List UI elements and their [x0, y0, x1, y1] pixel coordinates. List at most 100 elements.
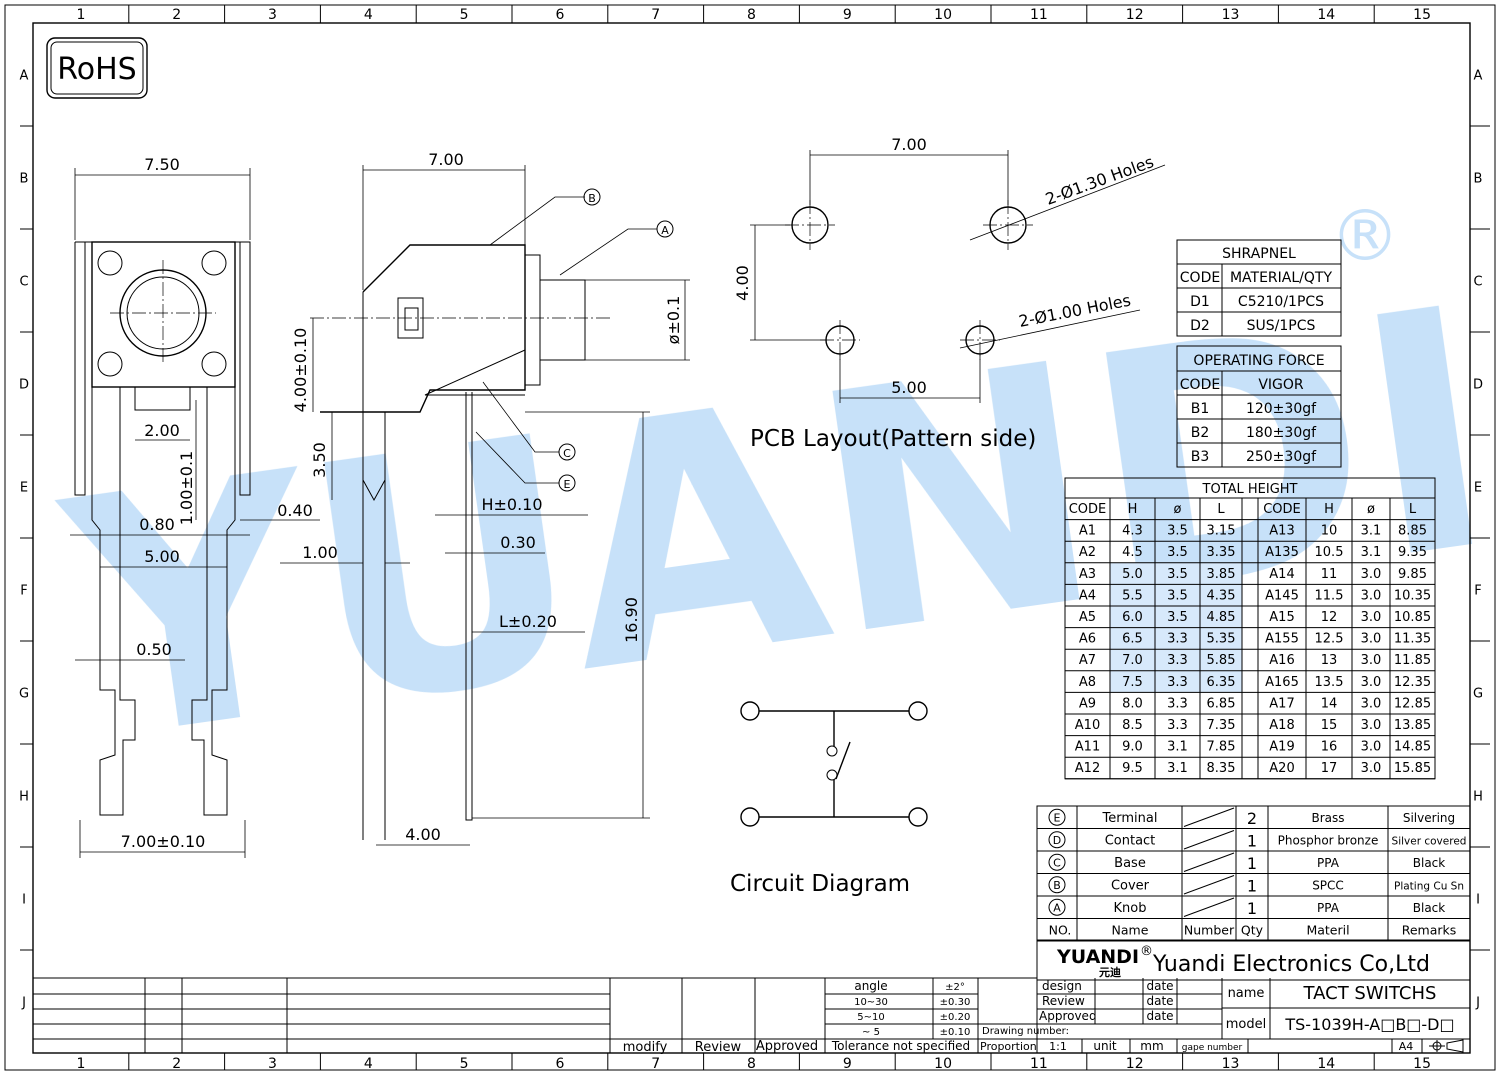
total-height-cell: 4.5	[1122, 545, 1143, 560]
grid-col-top: 2	[172, 7, 181, 23]
total-height-cell: 3.0	[1361, 632, 1382, 647]
svg-text:A: A	[661, 224, 669, 237]
bom-item-number: A	[1053, 901, 1061, 914]
bom-name: Cover	[1111, 879, 1150, 894]
total-height-cell: 3.3	[1167, 675, 1188, 690]
side-view-drawing: 7.00 4.00±0.10 3.50 1.00 H±0.10 0.30 L±0…	[280, 150, 690, 846]
grid-col-bottom: 6	[555, 1056, 564, 1072]
side-bracket	[362, 292, 386, 840]
svg-text:MATERIAL/QTY: MATERIAL/QTY	[1230, 270, 1332, 286]
total-height-cell: 9.5	[1122, 761, 1143, 776]
total-height-cell: 7.5	[1122, 675, 1143, 690]
bom-remarks: Silver covered	[1392, 836, 1467, 848]
bom-qty: 1	[1247, 832, 1257, 851]
front-view-drawing: 7.50 2.00 1.00±0.1 0.80 0.40 5.00 0.50 7…	[70, 155, 320, 858]
total-height-cell: 15.85	[1394, 761, 1431, 776]
svg-text:250±30gf: 250±30gf	[1246, 449, 1317, 465]
total-height-cell: 5.5	[1122, 588, 1143, 603]
grid-col-top: 8	[747, 7, 756, 23]
grid-col-bottom: 1	[76, 1056, 85, 1072]
dim-side-total: 16.90	[622, 597, 641, 643]
total-height-cell: 14.85	[1394, 740, 1431, 755]
bom-remarks: Black	[1413, 856, 1446, 870]
total-height-cell: A10	[1075, 718, 1100, 733]
total-height-cell: A2	[1079, 545, 1096, 560]
grid-col-top: 6	[555, 7, 564, 23]
company-name: Yuandi Electronics Co,Ltd	[1152, 952, 1430, 977]
front-leg-right	[191, 387, 236, 816]
total-height-cell: A165	[1265, 675, 1299, 690]
bom-header-cell: NO.	[1049, 923, 1072, 938]
side-body	[320, 244, 526, 413]
grid-row-left: B	[20, 172, 29, 187]
total-height-cell: 13.85	[1394, 718, 1431, 733]
total-height-cell: 16	[1321, 740, 1338, 755]
callout-e	[558, 474, 576, 492]
bom-item-number-circle	[1048, 898, 1066, 916]
bom-material: Brass	[1311, 811, 1344, 825]
total-height-cell: 3.1	[1361, 524, 1382, 539]
grid-col-top: 9	[843, 7, 852, 23]
title-block: modify Review Approved Tolerance not spe…	[33, 977, 1470, 1055]
total-height-header-cell: ø	[1367, 502, 1375, 517]
circuit-diagram: Circuit Diagram	[730, 701, 928, 897]
registered-mark-watermark: ®	[1330, 195, 1400, 277]
svg-text:E: E	[564, 478, 571, 491]
total-height-cell: A14	[1269, 567, 1294, 582]
front-side-tabs	[74, 241, 251, 496]
grid-row-left: H	[19, 790, 29, 805]
total-height-cell: A145	[1265, 588, 1299, 603]
callout-a	[656, 220, 674, 238]
total-height-cell: 3.0	[1361, 567, 1382, 582]
dim-front-bottom: 7.00±0.10	[121, 832, 206, 851]
grid-col-bottom: 2	[172, 1056, 181, 1072]
circuit-caption: Circuit Diagram	[730, 871, 910, 897]
pcb-dim-top: 7.00	[891, 135, 927, 154]
total-height-cell: A6	[1079, 632, 1096, 647]
pcb-dim-vertical: 4.00	[733, 265, 752, 301]
dim-side-bracket: 3.50	[310, 442, 329, 478]
total-height-cell: A9	[1079, 696, 1096, 711]
total-height-cell: A11	[1075, 740, 1100, 755]
total-height-cell: 6.35	[1207, 675, 1236, 690]
total-height-cell: 3.0	[1361, 588, 1382, 603]
total-height-cell: 5.35	[1207, 632, 1236, 647]
tolerance-range: 5~10	[857, 1012, 884, 1023]
total-height-cell: 5.85	[1207, 653, 1236, 668]
total-height-cell: 12.5	[1315, 632, 1344, 647]
total-height-cell: 8.5	[1122, 718, 1143, 733]
total-height-cell: 11.5	[1315, 588, 1344, 603]
bom-qty: 1	[1247, 877, 1257, 896]
total-height-cell: 13.5	[1315, 675, 1344, 690]
svg-text:date: date	[1146, 1009, 1173, 1023]
total-height-cell: 3.0	[1361, 740, 1382, 755]
total-height-cell: 9.35	[1398, 545, 1427, 560]
total-height-cell: 4.85	[1207, 610, 1236, 625]
total-height-cell: A12	[1075, 761, 1100, 776]
front-body	[91, 241, 236, 388]
total-height-cell: 17	[1321, 761, 1338, 776]
total-height-cell: 12.35	[1394, 675, 1431, 690]
total-height-cell: 11.85	[1394, 653, 1431, 668]
grid-col-top: 1	[76, 7, 85, 23]
svg-text:120±30gf: 120±30gf	[1246, 401, 1317, 417]
svg-text:name: name	[1228, 986, 1265, 1001]
tolerance-range: ~ 5	[862, 1027, 880, 1038]
grid-row-left: C	[19, 275, 28, 290]
bom-material: SPCC	[1312, 879, 1344, 893]
grid-row-left: J	[21, 996, 26, 1011]
bom-name: Contact	[1105, 834, 1156, 849]
grid-col-bottom: 4	[364, 1056, 373, 1072]
total-height-cell: 3.3	[1167, 718, 1188, 733]
total-height-cell: 3.85	[1207, 567, 1236, 582]
pcb-holes-large-label: 2-Ø1.30 Holes	[1043, 152, 1156, 209]
total-height-cell: 6.5	[1122, 632, 1143, 647]
shrapnel-title: SHRAPNEL	[1222, 246, 1296, 262]
side-knob	[540, 279, 586, 361]
total-height-cell: 7.0	[1122, 653, 1143, 668]
total-height-cell: A16	[1269, 653, 1294, 668]
total-height-header-cell: L	[1217, 502, 1225, 517]
bom-material: PPA	[1317, 856, 1340, 870]
grid-col-bottom: 12	[1126, 1056, 1144, 1072]
